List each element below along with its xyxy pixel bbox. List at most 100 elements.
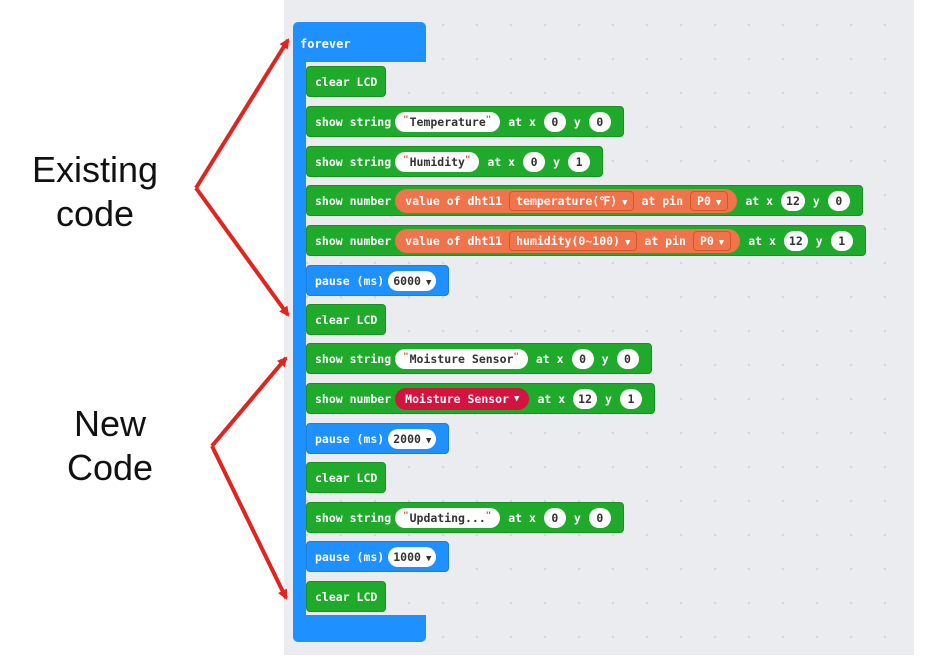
pause-duration-dropdown[interactable]: 1000▼	[388, 546, 437, 567]
dht11-reporter-label: value of dht11	[405, 233, 503, 248]
show-number-dht11-block[interactable]: show number value of dht11 temperature(℉)▼…	[306, 185, 863, 216]
show-number-label: show number	[315, 193, 392, 208]
at-x-label: at x	[508, 114, 536, 129]
x-value-input[interactable]: 12	[783, 230, 808, 251]
new-arrow-bottom	[210, 445, 288, 600]
x-value-input[interactable]: 0	[571, 348, 594, 369]
at-x-label: at x	[508, 510, 536, 525]
show-string-label: show string	[315, 154, 392, 169]
dht11-reporter[interactable]: value of dht11 humidity(0~100)▼ at pin P0▼	[395, 228, 741, 253]
show-number-label: show number	[315, 391, 392, 406]
clear-lcd-block[interactable]: clear LCD	[306, 581, 387, 612]
string-literal-input[interactable]: "Humidity"	[395, 151, 480, 172]
dht11-option-dropdown[interactable]: temperature(℉)▼	[509, 190, 635, 211]
y-value-input[interactable]: 1	[619, 388, 642, 409]
pin-dropdown[interactable]: P0▼	[692, 230, 732, 251]
pause-block[interactable]: pause (ms)2000▼	[306, 423, 450, 454]
open-quote-icon: "	[403, 114, 409, 125]
chevron-down-icon: ▼	[514, 393, 520, 404]
pause-block[interactable]: pause (ms)6000▼	[306, 265, 450, 296]
chevron-down-icon: ▼	[718, 237, 725, 248]
y-label: y	[815, 233, 823, 248]
forever-c-arm	[293, 55, 306, 625]
pause-label: pause (ms)	[315, 431, 385, 446]
show-number-label: show number	[315, 233, 392, 248]
close-quote-icon: "	[464, 154, 471, 165]
y-value-input[interactable]: 0	[588, 507, 611, 528]
clear-lcd-block[interactable]: clear LCD	[306, 304, 387, 335]
close-quote-icon: "	[485, 510, 492, 521]
open-quote-icon: "	[403, 510, 409, 521]
close-quote-icon: "	[513, 351, 519, 362]
pause-block[interactable]: pause (ms)1000▼	[306, 541, 450, 572]
new-arrow-top	[210, 356, 288, 448]
existing-arrow-bottom	[194, 186, 290, 317]
forever-block[interactable]	[293, 22, 426, 62]
pin-dropdown[interactable]: P0▼	[690, 190, 729, 211]
forever-block-bottom	[293, 615, 426, 642]
string-literal-input[interactable]: "Updating..."	[395, 507, 501, 528]
show-string-label: show string	[315, 510, 392, 525]
clear-lcd-block[interactable]: clear LCD	[306, 462, 387, 493]
clear-lcd-block[interactable]: clear LCD	[306, 66, 387, 97]
y-value-input[interactable]: 1	[568, 151, 591, 172]
y-label: y	[573, 114, 581, 129]
chevron-down-icon: ▼	[715, 197, 722, 208]
clear-lcd-label: clear LCD	[315, 589, 378, 604]
at-x-label: at x	[745, 193, 774, 208]
show-string-label: show string	[315, 114, 392, 129]
y-label: y	[553, 154, 561, 169]
x-value-input[interactable]: 12	[573, 388, 598, 409]
x-value-input[interactable]: 0	[543, 111, 566, 132]
existing-arrow-top	[194, 38, 290, 190]
close-quote-icon: "	[485, 114, 492, 125]
chevron-down-icon: ▼	[624, 237, 631, 248]
pause-label: pause (ms)	[315, 549, 385, 564]
at-x-label: at x	[748, 233, 776, 248]
pause-label: pause (ms)	[315, 273, 385, 288]
y-value-input[interactable]: 0	[616, 348, 639, 369]
open-quote-icon: "	[403, 154, 409, 165]
clear-lcd-label: clear LCD	[315, 74, 378, 89]
dht11-reporter-label: value of dht11	[405, 193, 503, 208]
at-x-label: at x	[487, 154, 516, 169]
string-literal-input[interactable]: "Temperature"	[395, 111, 501, 132]
at-pin-label: at pin	[644, 233, 686, 248]
y-value-input[interactable]: 1	[830, 230, 853, 251]
variable-reporter[interactable]: Moisture Sensor▼	[395, 387, 530, 410]
at-x-label: at x	[535, 351, 564, 366]
chevron-down-icon: ▼	[622, 197, 628, 208]
pause-duration-dropdown[interactable]: 6000▼	[388, 270, 437, 291]
dht11-option-dropdown[interactable]: humidity(0~100)▼	[509, 230, 638, 251]
string-literal-input[interactable]: "Moisture Sensor"	[395, 348, 528, 369]
chevron-down-icon: ▼	[425, 553, 432, 564]
chevron-down-icon: ▼	[425, 277, 432, 288]
x-value-input[interactable]: 0	[543, 507, 566, 528]
y-label: y	[812, 193, 820, 208]
pause-duration-dropdown[interactable]: 2000▼	[388, 428, 437, 449]
y-label: y	[601, 351, 609, 366]
forever-label: forever	[300, 37, 351, 51]
y-label: y	[573, 510, 581, 525]
show-number-dht11-block[interactable]: show number value of dht11 humidity(0~100)…	[306, 225, 866, 256]
chevron-down-icon: ▼	[425, 435, 432, 446]
y-label: y	[605, 391, 612, 406]
clear-lcd-label: clear LCD	[315, 312, 378, 327]
dht11-reporter[interactable]: value of dht11 temperature(℉)▼ at pin P0▼	[395, 188, 738, 213]
show-string-label: show string	[315, 351, 392, 366]
x-value-input[interactable]: 12	[781, 190, 805, 211]
y-value-input[interactable]: 0	[827, 190, 850, 211]
clear-lcd-label: clear LCD	[315, 470, 378, 485]
y-value-input[interactable]: 0	[588, 111, 611, 132]
x-value-input[interactable]: 0	[523, 151, 546, 172]
at-pin-label: at pin	[641, 193, 684, 208]
